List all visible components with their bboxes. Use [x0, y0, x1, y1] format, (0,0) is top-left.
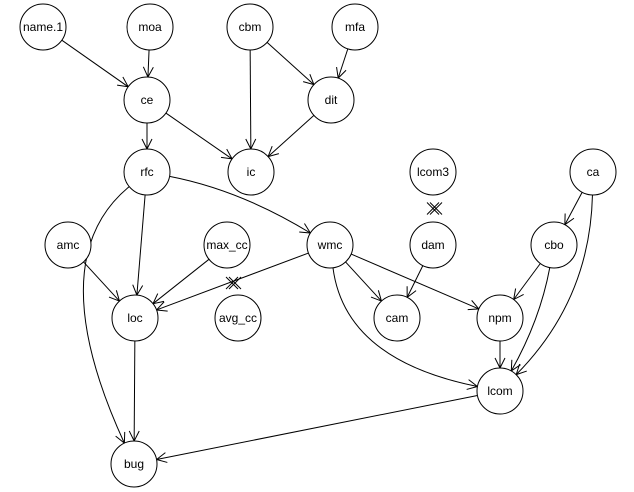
node-bug: bug	[110, 440, 158, 488]
node-ca: ca	[569, 148, 617, 196]
node-ic: ic	[227, 148, 275, 196]
node-circle	[227, 148, 275, 196]
edge-loc-to-bug	[128, 340, 140, 443]
edge-lcom3-to-dam	[426, 202, 443, 215]
node-label: lcom	[487, 384, 512, 398]
node-circle	[226, 3, 274, 51]
node-circle	[476, 367, 524, 415]
node-circle	[331, 3, 379, 51]
edge-wmc-to-cam	[345, 261, 383, 302]
node-circle	[19, 3, 67, 51]
node-cbm: cbm	[226, 3, 274, 51]
node-label: dit	[325, 93, 338, 107]
edge-mfa-to-dit	[336, 48, 349, 80]
node-circle	[110, 440, 158, 488]
node-dit: dit	[307, 76, 355, 124]
edge-cbo-to-npm	[513, 263, 541, 301]
node-rfc: rfc	[123, 148, 171, 196]
node-label: name.1	[23, 20, 63, 34]
node-label: cbo	[544, 238, 564, 252]
node-label: ce	[141, 93, 154, 107]
node-label: npm	[488, 311, 511, 325]
edge-max_cc-to-loc	[152, 258, 210, 305]
node-label: ic	[247, 165, 256, 179]
edge-dam-to-cam	[406, 265, 424, 299]
node-circle	[307, 76, 355, 124]
node-moa: moa	[126, 3, 174, 51]
nodes-layer: name.1 moa cbm mfa ce dit rfc ic lcom3 ca amc max_c…	[19, 3, 617, 488]
edge-ce-to-ic	[165, 112, 234, 160]
node-label: lcom3	[417, 165, 449, 179]
node-circle	[476, 294, 524, 342]
node-label: mfa	[345, 20, 365, 34]
node-circle	[214, 294, 262, 342]
node-max-cc: max_cc	[203, 221, 251, 269]
node-label: ca	[587, 165, 600, 179]
node-circle	[373, 294, 421, 342]
node-avg-cc: avg_cc	[214, 294, 262, 342]
node-circle	[409, 148, 457, 196]
node-amc: amc	[44, 221, 92, 269]
edge-moa-to-ce	[142, 49, 154, 79]
edge-npm-to-lcom	[494, 341, 506, 370]
node-label: cbm	[239, 20, 262, 34]
node-label: bug	[124, 457, 144, 471]
node-dam: dam	[409, 221, 457, 269]
edges-layer	[61, 39, 593, 463]
edge-name1-to-ce	[61, 39, 130, 88]
edge-ce-to-rfc	[141, 123, 153, 151]
node-label: max_cc	[206, 238, 247, 252]
node-circle	[44, 221, 92, 269]
node-lcom3: lcom3	[409, 148, 457, 196]
node-label: wmc	[317, 238, 343, 252]
node-circle	[409, 221, 457, 269]
node-label: rfc	[140, 165, 153, 179]
node-label: amc	[57, 238, 80, 252]
node-circle	[306, 221, 354, 269]
node-cam: cam	[373, 294, 421, 342]
node-loc: loc	[111, 294, 159, 342]
edge-cbm-to-dit	[266, 42, 315, 86]
node-lcom: lcom	[476, 367, 524, 415]
node-circle	[126, 3, 174, 51]
node-label: loc	[127, 311, 142, 325]
edge-ca-to-cbo	[564, 192, 583, 226]
node-circle	[530, 221, 578, 269]
node-name1: name.1	[19, 3, 67, 51]
edge-dit-to-ic	[267, 115, 315, 158]
edge-wmc-to-loc	[155, 252, 309, 312]
edge-cbm-to-ic	[245, 49, 257, 151]
node-label: moa	[138, 20, 162, 34]
node-cbo: cbo	[530, 221, 578, 269]
node-label: avg_cc	[219, 311, 257, 325]
node-npm: npm	[476, 294, 524, 342]
edge-rfc-to-loc	[132, 194, 146, 297]
node-mfa: mfa	[331, 3, 379, 51]
node-label: cam	[386, 311, 409, 325]
node-circle	[123, 148, 171, 196]
node-circle	[123, 76, 171, 124]
node-ce: ce	[123, 76, 171, 124]
node-circle	[203, 221, 251, 269]
node-label: dam	[421, 238, 444, 252]
node-circle	[569, 148, 617, 196]
node-wmc: wmc	[306, 221, 354, 269]
edge-amc-to-loc	[83, 261, 121, 302]
node-circle	[111, 294, 159, 342]
edge-lcom-to-bug	[155, 395, 478, 463]
